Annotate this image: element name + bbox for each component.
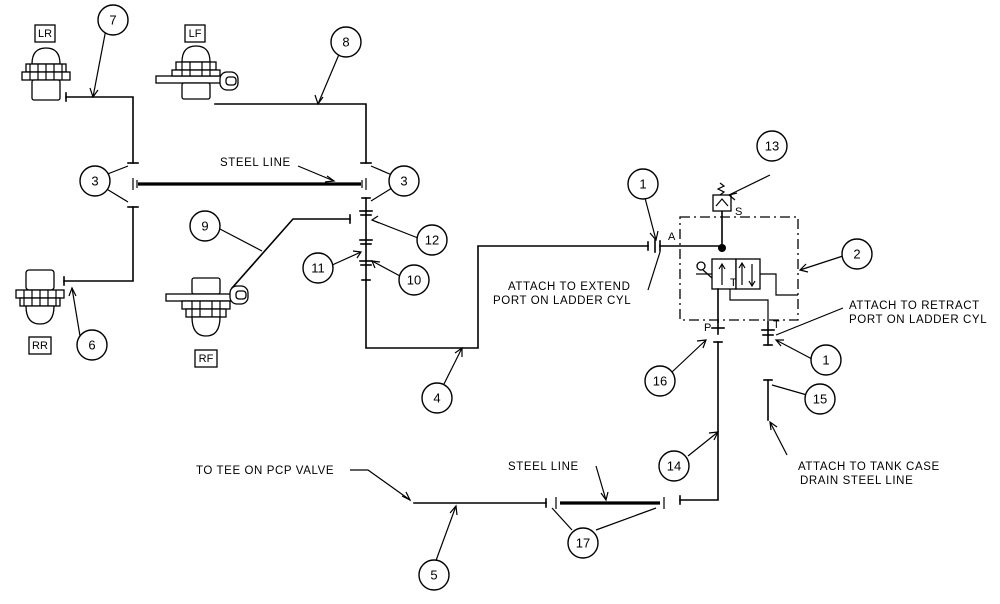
tag-lf: LF xyxy=(184,24,206,43)
valve-body-outline xyxy=(679,216,799,321)
tag-rf: RF xyxy=(194,349,218,368)
steel-line-top-label: STEEL LINE xyxy=(220,157,291,169)
callout-16: 16 xyxy=(644,365,676,397)
svg-text:16: 16 xyxy=(653,374,667,389)
svg-text:RR: RR xyxy=(32,340,48,352)
hose-8 xyxy=(214,103,367,164)
svg-text:3: 3 xyxy=(400,174,407,189)
wheel-cylinder-lr xyxy=(21,47,71,101)
svg-text:2: 2 xyxy=(853,247,860,262)
svg-text:LR: LR xyxy=(38,28,52,40)
hose-7 xyxy=(65,96,134,164)
svg-text:11: 11 xyxy=(311,261,325,276)
svg-text:RF: RF xyxy=(199,353,214,365)
callout-11: 11 xyxy=(302,252,334,284)
extend-label-line1: ATTACH TO EXTEND xyxy=(508,281,630,293)
steel-line-top-group xyxy=(132,178,367,190)
svg-text:1: 1 xyxy=(822,353,829,368)
svg-text:17: 17 xyxy=(576,536,590,551)
svg-text:3: 3 xyxy=(91,174,98,189)
port-p-label: P xyxy=(704,322,711,334)
retract-label-line2: PORT ON LADDER CYL xyxy=(849,314,987,326)
ladder-valve: T A S P T xyxy=(659,182,799,334)
tag-lr: LR xyxy=(34,24,56,43)
callout-6: 6 xyxy=(76,329,108,361)
callout-4: 4 xyxy=(421,382,453,414)
callout-8: 8 xyxy=(330,26,362,58)
callout-14: 14 xyxy=(658,450,690,482)
tag-rr: RR xyxy=(28,336,52,355)
callout-12: 12 xyxy=(416,224,448,256)
svg-text:8: 8 xyxy=(342,35,349,50)
svg-text:6: 6 xyxy=(88,338,95,353)
callout-1-top: 1 xyxy=(627,168,659,200)
solenoid-box xyxy=(712,194,732,212)
callout-10: 10 xyxy=(398,264,430,296)
wheel-cylinder-rf xyxy=(165,277,249,337)
callout-1-right: 1 xyxy=(810,344,842,376)
svg-text:LF: LF xyxy=(189,28,202,40)
svg-text:1: 1 xyxy=(639,177,646,192)
tank-label-line1: ATTACH TO TANK CASE xyxy=(798,461,940,473)
svg-text:13: 13 xyxy=(765,139,779,154)
svg-text:5: 5 xyxy=(430,568,437,583)
svg-text:10: 10 xyxy=(407,273,421,288)
svg-text:4: 4 xyxy=(433,391,440,406)
hose-6 xyxy=(63,206,134,282)
callout-15: 15 xyxy=(804,383,836,415)
tank-label-line2: DRAIN STEEL LINE xyxy=(800,475,913,487)
port-t-label: T xyxy=(773,319,780,331)
callout-5: 5 xyxy=(418,559,450,591)
steel-line-bottom-label: STEEL LINE xyxy=(508,461,579,473)
svg-text:7: 7 xyxy=(109,13,116,28)
callout-13: 13 xyxy=(756,130,788,162)
callout-3-right: 3 xyxy=(388,165,420,197)
hose-14 xyxy=(679,341,719,501)
retract-label-line1: ATTACH TO RETRACT xyxy=(849,300,980,312)
callout-9: 9 xyxy=(189,210,221,242)
svg-text:12: 12 xyxy=(425,233,439,248)
callout-17: 17 xyxy=(567,527,599,559)
svg-text:9: 9 xyxy=(201,219,208,234)
leader-lines xyxy=(68,28,847,567)
wheel-cylinder-lf xyxy=(155,45,239,100)
wheel-cylinder-rr xyxy=(15,269,65,325)
svg-text:15: 15 xyxy=(813,392,827,407)
port-a-label: A xyxy=(668,231,676,243)
extend-label-line2: PORT ON LADDER CYL xyxy=(493,295,631,307)
callout-2: 2 xyxy=(841,238,873,270)
callout-3-left: 3 xyxy=(79,165,111,197)
port-t-inner: T xyxy=(730,277,737,289)
steel-line-bottom-group xyxy=(555,497,665,509)
port-s-label: S xyxy=(735,206,742,218)
hose-9 xyxy=(230,218,351,290)
tee-label: TO TEE ON PCP VALVE xyxy=(196,465,334,477)
hose-4 xyxy=(365,245,649,349)
svg-text:14: 14 xyxy=(667,459,681,474)
fittings xyxy=(359,197,775,346)
callout-7: 7 xyxy=(97,4,129,36)
